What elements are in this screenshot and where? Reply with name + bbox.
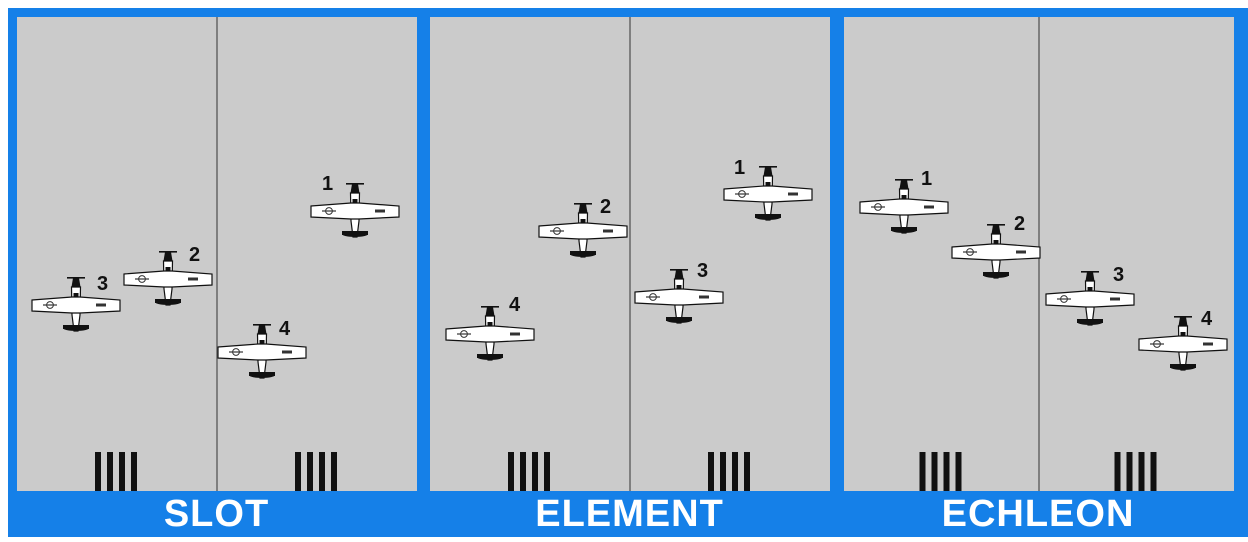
threshold-mark-echleon-2-1 — [1115, 452, 1121, 491]
threshold-mark-echleon-1-2 — [932, 452, 938, 491]
threshold-mark-element-2-3 — [732, 452, 738, 491]
element-aircraft-3-number: 3 — [697, 260, 708, 283]
echleon-aircraft-3-number: 3 — [1113, 264, 1124, 287]
slot-aircraft-3-number: 3 — [97, 273, 108, 296]
threshold-mark-element-2-2 — [720, 452, 726, 491]
threshold-mark-slot-1-4 — [131, 452, 137, 491]
threshold-mark-echleon-2-3 — [1139, 452, 1145, 491]
slot-aircraft-4-number: 4 — [279, 318, 290, 341]
threshold-mark-slot-1-3 — [119, 452, 125, 491]
threshold-mark-element-1-1 — [508, 452, 514, 491]
element-aircraft-4-number: 4 — [509, 294, 520, 317]
echleon-aircraft-2-number: 2 — [1014, 213, 1025, 236]
element-aircraft-1-number: 1 — [734, 157, 745, 180]
label-element: ELEMENT — [428, 491, 831, 537]
label-echleon: ECHLEON — [842, 491, 1234, 537]
threshold-mark-slot-2-2 — [307, 452, 313, 491]
threshold-mark-slot-2-1 — [295, 452, 301, 491]
threshold-mark-element-1-3 — [532, 452, 538, 491]
slot-aircraft-1-number: 1 — [322, 173, 333, 196]
echleon-aircraft-4-number: 4 — [1201, 308, 1212, 331]
threshold-mark-slot-1-2 — [107, 452, 113, 491]
echleon-aircraft-1-number: 1 — [921, 168, 932, 191]
threshold-mark-element-2-1 — [708, 452, 714, 491]
threshold-mark-echleon-1-1 — [920, 452, 926, 491]
threshold-mark-echleon-1-4 — [956, 452, 962, 491]
threshold-mark-slot-2-3 — [319, 452, 325, 491]
threshold-mark-slot-1-1 — [95, 452, 101, 491]
threshold-mark-echleon-1-3 — [944, 452, 950, 491]
threshold-mark-element-1-4 — [544, 452, 550, 491]
threshold-mark-echleon-2-4 — [1151, 452, 1157, 491]
element-aircraft-2-number: 2 — [600, 196, 611, 219]
threshold-mark-echleon-2-2 — [1127, 452, 1133, 491]
threshold-mark-element-1-2 — [520, 452, 526, 491]
slot-aircraft-2-number: 2 — [189, 244, 200, 267]
label-slot: SLOT — [15, 491, 418, 537]
threshold-mark-element-2-4 — [744, 452, 750, 491]
threshold-mark-slot-2-4 — [331, 452, 337, 491]
